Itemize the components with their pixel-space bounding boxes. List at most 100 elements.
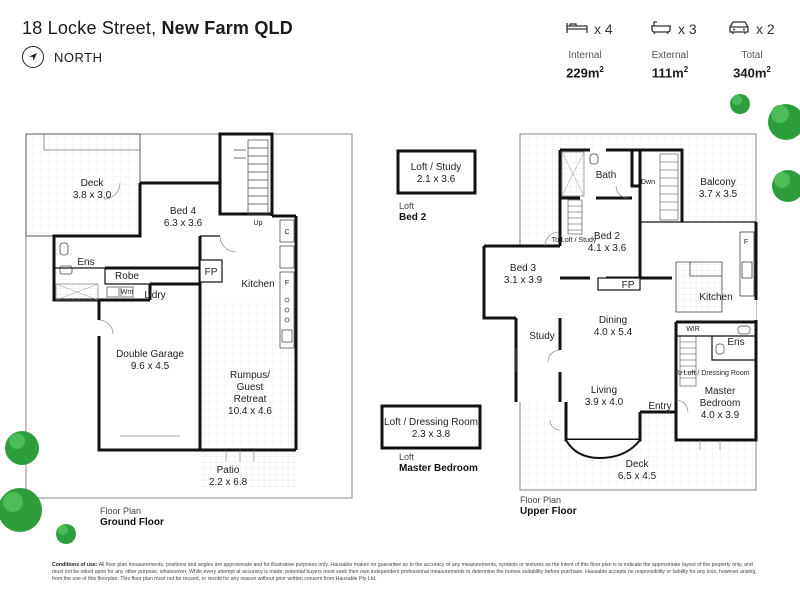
ground-deck-label: Deck	[81, 178, 105, 189]
loft-dressing-label: Loft / Dressing Room	[384, 417, 478, 428]
loft-study-level: Bed 2	[399, 212, 427, 223]
to-loft-dressing-label: To Loft / Dressing Room	[674, 370, 749, 377]
ground-site-boundary	[25, 133, 353, 499]
ground-deck-dims: 3.8 x 3.0	[73, 190, 112, 201]
conditions-of-use: Conditions of use: All floor plan measur…	[52, 562, 760, 583]
loft-study-caption: Loft Bed 2	[399, 200, 426, 224]
rumpus-label-3: Retreat	[234, 394, 267, 405]
car-spaces-stat: x 2	[728, 20, 775, 37]
garage-label: Double Garage	[116, 349, 184, 360]
ground-ensuite-label: Ens	[77, 257, 94, 268]
washing-machine-label: Wm	[121, 289, 134, 296]
robe-label: Robe	[115, 271, 139, 282]
external-area: External 111m2	[635, 50, 705, 80]
tree-icon	[772, 170, 800, 202]
bathrooms-count: x 3	[678, 20, 697, 37]
loft-study-caption-label: Loft	[399, 201, 415, 211]
bed4-dims: 6.3 x 3.6	[164, 218, 203, 229]
upper-floor-caption: Floor Plan Upper Floor	[520, 494, 577, 518]
master-label-1: Master	[705, 386, 736, 397]
bed3-dims: 3.1 x 3.9	[504, 275, 543, 286]
tree-icon	[730, 94, 750, 114]
address-suburb: New Farm QLD	[161, 18, 293, 38]
ground-fridge-label: F	[285, 280, 289, 287]
bedrooms-stat: x 4	[566, 20, 613, 37]
study-label: Study	[529, 331, 555, 342]
total-area-label: Total	[741, 50, 763, 61]
loft-dressing-level: Master Bedroom	[399, 463, 478, 474]
upper-floor-title: Upper Floor	[520, 506, 577, 517]
loft-study-label: Loft / Study	[411, 162, 462, 173]
ground-kitchen-label: Kitchen	[241, 279, 274, 290]
external-area-value: 111m2	[651, 65, 689, 81]
rumpus-label-1: Rumpus/	[230, 370, 270, 381]
north-label: NORTH	[54, 49, 103, 65]
bed4-label: Bed 4	[170, 206, 197, 217]
rumpus-label-2: Guest	[237, 382, 264, 393]
bath-icon	[650, 20, 672, 37]
living-label: Living	[591, 385, 617, 396]
master-dims: 4.0 x 3.9	[701, 410, 740, 421]
bed3-label: Bed 3	[510, 263, 537, 274]
bed-icon	[566, 20, 588, 37]
property-address: 18 Locke Street, New Farm QLD	[22, 18, 293, 39]
upper-main-stairs	[659, 153, 679, 221]
bed2-label: Bed 2	[594, 231, 621, 242]
internal-area: Internal 229m2	[550, 50, 620, 80]
ground-cupboard-label: C	[284, 229, 289, 236]
ground-floor-caption: Floor Plan Ground Floor	[100, 505, 164, 529]
ground-floor-caption-label: Floor Plan	[100, 506, 142, 516]
loft-study-stairs	[567, 199, 583, 235]
master-label-2: Bedroom	[700, 398, 741, 409]
internal-area-label: Internal	[568, 50, 602, 61]
washing-machine-icon	[120, 286, 134, 298]
ground-floor-title: Ground Floor	[100, 517, 164, 528]
loft-study-plan: Loft / Study 2.1 x 3.6	[396, 149, 477, 195]
balcony-dims: 3.7 x 3.5	[699, 189, 738, 200]
car-spaces-count: x 2	[756, 20, 775, 37]
patio-dims: 2.2 x 6.8	[209, 477, 248, 488]
patio-floor	[200, 450, 296, 488]
upper-ensuite-label: Ens	[727, 337, 744, 348]
entry-label: Entry	[648, 401, 671, 412]
ground-fireplace-label: FP	[205, 267, 218, 278]
total-area: Total 340m2	[717, 50, 787, 80]
ground-deck-area	[25, 133, 141, 237]
upper-fridge-label: F	[744, 239, 748, 246]
tree-icon	[0, 488, 42, 532]
patio-label: Patio	[217, 465, 240, 476]
garage-dims: 9.6 x 4.5	[131, 361, 170, 372]
upper-fireplace-label: FP	[622, 280, 635, 291]
bed2-dims: 4.1 x 3.6	[588, 243, 627, 254]
upper-deck-dims: 6.5 x 4.5	[618, 471, 657, 482]
balcony-label: Balcony	[700, 177, 736, 188]
wir-label: WIR	[686, 326, 700, 333]
landscape-trees	[0, 94, 800, 544]
address-street: 18 Locke Street,	[22, 18, 157, 38]
dining-label: Dining	[599, 315, 627, 326]
north-indicator: NORTH	[22, 46, 102, 68]
total-area-value: 340m2	[733, 65, 771, 81]
tree-icon	[768, 104, 800, 140]
ground-floor-plan: Deck 3.8 x 3.0 Bed 4 6.3 x 3.6 Ens Robe …	[25, 132, 353, 499]
ground-stairs-up-label: Up	[254, 220, 263, 227]
compass-arrow-icon	[22, 46, 44, 68]
rumpus-dims: 10.4 x 4.6	[228, 406, 272, 417]
ensuite-basin-icon	[59, 265, 73, 275]
upper-floor-caption-label: Floor Plan	[520, 495, 562, 505]
upper-deck-label: Deck	[626, 459, 650, 470]
bathrooms-stat: x 3	[650, 20, 697, 37]
internal-area-value: 229m2	[566, 65, 604, 81]
living-dims: 3.9 x 4.0	[585, 397, 624, 408]
laundry-label: L'dry	[144, 290, 165, 301]
external-area-label: External	[651, 50, 689, 61]
upper-floor-plan: Bath Dwn Balcony 3.7 x 3.5 Bed 2 4.1 x 3…	[482, 133, 758, 491]
loft-dressing-caption-label: Loft	[399, 452, 415, 462]
loft-dressing-plan: Loft / Dressing Room 2.3 x 3.8	[380, 404, 482, 450]
conditions-heading: Conditions of use:	[52, 562, 98, 568]
loft-dressing-dims: 2.3 x 3.8	[412, 429, 451, 440]
loft-study-dims: 2.1 x 3.6	[417, 174, 456, 185]
bath-toilet-icon	[589, 153, 599, 165]
dining-dims: 4.0 x 5.4	[594, 327, 633, 338]
